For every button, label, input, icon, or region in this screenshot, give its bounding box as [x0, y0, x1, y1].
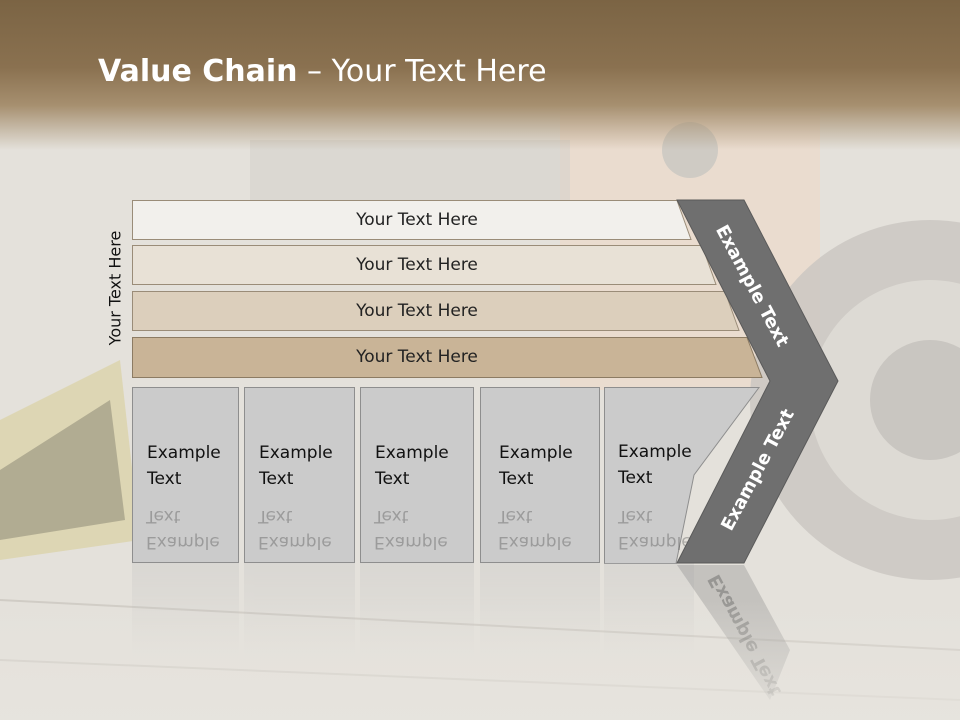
box-1-line2: Text [147, 469, 182, 489]
box-1-line1: Example [147, 443, 221, 463]
bottom-fade [0, 600, 960, 720]
bar-2-label: Your Text Here [356, 255, 478, 275]
box-3-line2: Text [375, 469, 410, 489]
reflection-2-line1: Example [258, 532, 332, 552]
reflection-5-line1: Example [618, 532, 692, 552]
reflection-text-1: Example Text [146, 503, 220, 555]
box-3-line1: Example [375, 443, 449, 463]
reflection-text-4: Example Text [498, 503, 572, 555]
title-rest: – Your Text Here [297, 54, 547, 89]
bar-1-label: Your Text Here [356, 210, 478, 230]
box-2-line1: Example [259, 443, 333, 463]
reflection-text-3: Example Text [374, 503, 448, 555]
box-5-line2: Text [618, 468, 653, 488]
reflection-3-line2: Text [374, 506, 409, 526]
box-2-line2: Text [259, 469, 294, 489]
reflection-4-line2: Text [498, 506, 533, 526]
side-label: Your Text Here [105, 230, 125, 346]
reflection-text-5: Example Text [618, 503, 692, 555]
title-bold: Value Chain [98, 54, 298, 89]
reflection-5-line2: Text [618, 506, 653, 526]
box-4-line2: Text [499, 469, 534, 489]
reflection-1-line2: Text [146, 506, 181, 526]
box-4-line1: Example [499, 443, 573, 463]
slide-title: Value Chain – Your Text Here [98, 54, 547, 89]
bar-4-label: Your Text Here [356, 347, 478, 367]
reflection-1-line1: Example [146, 532, 220, 552]
title-band [0, 0, 960, 150]
reflection-2-line2: Text [258, 506, 293, 526]
reflection-3-line1: Example [374, 532, 448, 552]
reflection-text-2: Example Text [258, 503, 332, 555]
reflection-4-line1: Example [498, 532, 572, 552]
box-5-line1: Example [618, 442, 692, 462]
bar-3-label: Your Text Here [356, 301, 478, 321]
